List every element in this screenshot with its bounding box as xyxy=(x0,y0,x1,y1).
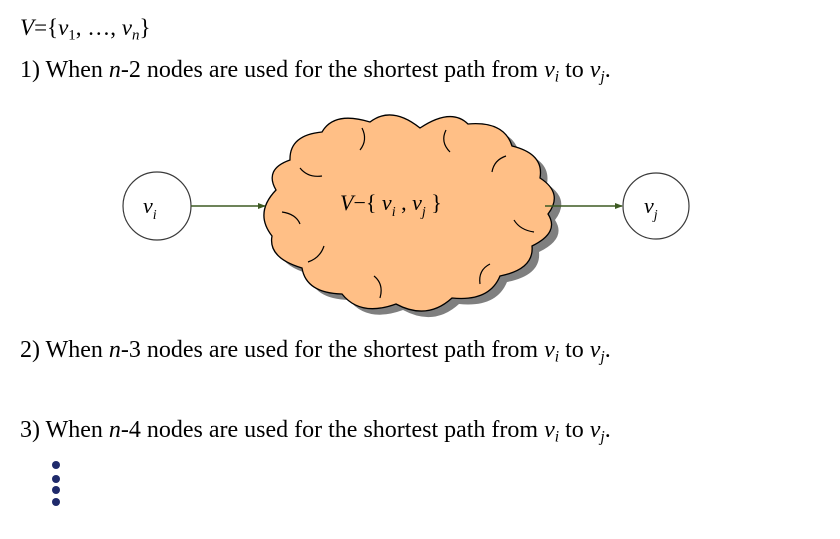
cloud-arc xyxy=(307,245,325,263)
step-to-subscript: j xyxy=(600,428,605,446)
set-first-subscript: 1 xyxy=(68,27,76,44)
cloud-arc xyxy=(491,155,507,173)
set-last-subscript: n xyxy=(131,27,140,44)
set-close: } xyxy=(139,15,151,40)
step-count-var: n xyxy=(108,417,121,443)
cloud-arc xyxy=(373,275,382,299)
step-description: -2 nodes are used for the shortest path … xyxy=(120,57,545,83)
step-count-var: n xyxy=(108,57,121,83)
set-first-vertex: v xyxy=(58,15,69,40)
step-period: . xyxy=(604,57,611,83)
cloud-arc xyxy=(479,263,491,285)
step-from-vertex: v xyxy=(544,337,555,363)
dot xyxy=(52,475,60,483)
right-node-label: vj xyxy=(644,193,658,223)
left-node-circle xyxy=(122,171,192,241)
step-description: -4 nodes are used for the shortest path … xyxy=(120,417,545,443)
step-number: 3) When xyxy=(20,417,109,443)
cloud-arc xyxy=(281,211,301,225)
step-period: . xyxy=(604,417,611,443)
cloud-arc xyxy=(299,167,323,177)
cloud-shape xyxy=(263,114,555,312)
step-to-subscript: j xyxy=(600,348,605,366)
step-number: 2) When xyxy=(20,337,109,363)
step-to-vertex: v xyxy=(589,417,601,443)
step-from-subscript: i xyxy=(554,428,560,446)
step-from-subscript: i xyxy=(554,348,560,366)
set-ellipsis: , …, xyxy=(75,15,122,40)
step-description: -3 nodes are used for the shortest path … xyxy=(120,337,545,363)
cloud-arc xyxy=(359,127,366,151)
set-open: ={ xyxy=(34,15,59,40)
dot xyxy=(52,461,60,469)
step-from-vertex: v xyxy=(544,417,555,443)
step-to-vertex: v xyxy=(589,57,601,83)
dot xyxy=(52,498,60,506)
step-to-subscript: j xyxy=(600,68,605,86)
step-count-var: n xyxy=(108,337,121,363)
set-last-vertex: v xyxy=(121,15,132,40)
continuation-dots xyxy=(52,461,60,506)
step-to-word: to xyxy=(559,417,590,443)
step-to-word: to xyxy=(559,337,590,363)
step-1-text: 1) When n-2 nodes are used for the short… xyxy=(20,57,611,85)
dot xyxy=(52,486,60,494)
step-from-vertex: v xyxy=(544,57,555,83)
cloud-inner-arcs xyxy=(281,127,535,299)
cloud-arc xyxy=(513,219,535,233)
cloud-arc xyxy=(443,129,451,153)
vertex-set-definition: V={v1, …, vn} xyxy=(20,15,151,43)
step-2-text: 2) When n-3 nodes are used for the short… xyxy=(20,337,611,365)
set-symbol: V xyxy=(20,15,35,40)
cloud-label: V−{ vi , vj } xyxy=(340,190,442,220)
step-from-subscript: i xyxy=(554,68,560,86)
step-to-word: to xyxy=(559,57,590,83)
step-to-vertex: v xyxy=(589,337,601,363)
step-number: 1) When xyxy=(20,57,109,83)
right-node-circle xyxy=(622,172,690,240)
step-period: . xyxy=(604,337,611,363)
step-3-text: 3) When n-4 nodes are used for the short… xyxy=(20,417,611,445)
left-node-label: vi xyxy=(143,193,157,223)
